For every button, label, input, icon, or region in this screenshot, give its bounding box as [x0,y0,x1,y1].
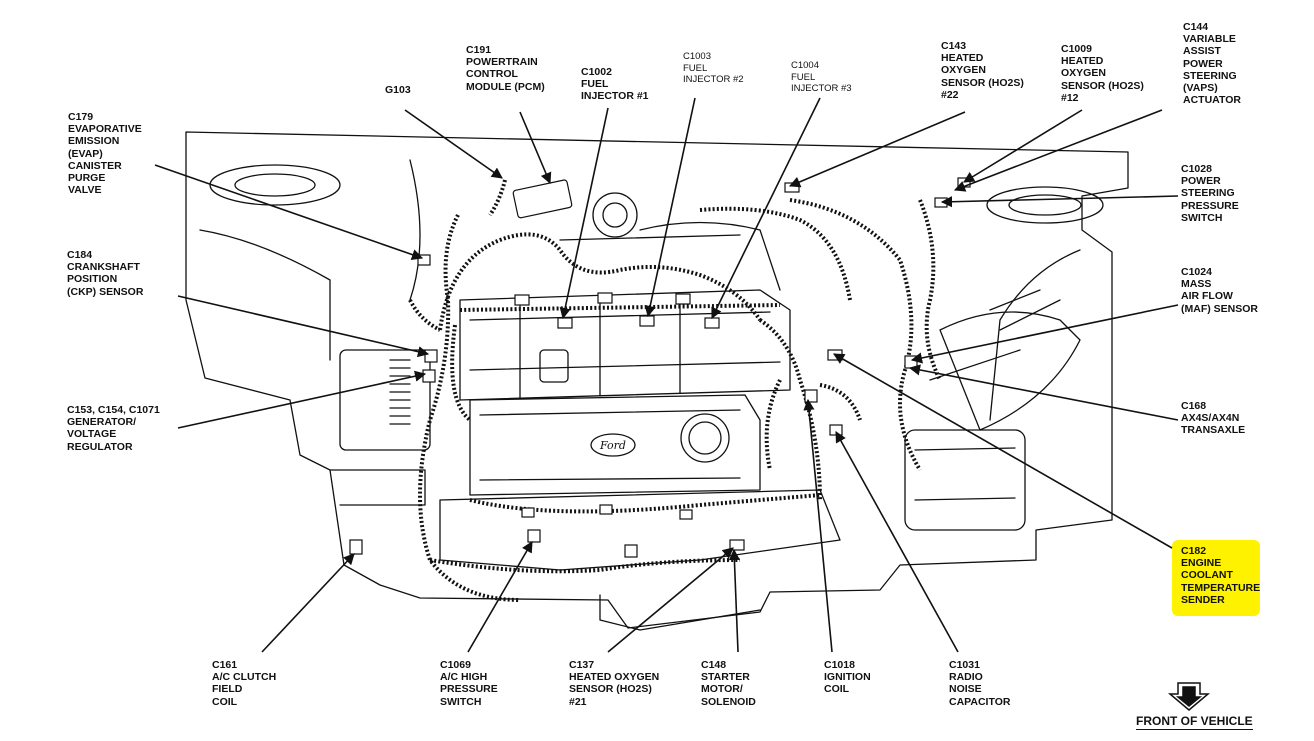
leader-c191 [519,111,552,185]
label-g103: G103 [385,84,411,96]
generator-housing [339,349,431,451]
leader-c1031 [835,431,959,653]
transaxle-case [904,429,1026,531]
pcm-connector [512,179,573,219]
leader-c1004 [711,97,821,320]
leader-c184 [177,295,430,358]
leader-c1018 [803,398,833,653]
leader-c1003 [644,97,696,318]
front-of-vehicle-arrow-icon [1167,682,1211,711]
leader-c148 [728,548,740,653]
c182-highlight [1172,540,1260,616]
leader-c168 [908,364,1179,421]
leader-c179 [154,164,424,260]
right-strut-tower [986,186,1104,224]
ford-logo-text: Ford [599,439,626,452]
leader-c144 [953,109,1163,192]
fuel-regulator [539,349,569,383]
leader-c182 [833,353,1173,549]
leader-c1069 [467,541,533,653]
leader-c143 [788,111,966,188]
valve-cover [469,394,761,496]
leader-g103 [404,109,503,179]
leader-c137 [607,547,734,653]
leader-c1028 [940,195,1179,208]
ford-oval-logo [590,433,636,457]
throttle-body [592,192,638,238]
leader-c1024 [910,304,1179,364]
front-of-vehicle-label: FRONT OF VEHICLE [1136,714,1253,730]
leader-c1009 [963,109,1083,183]
leader-c161 [261,553,355,653]
left-strut-tower [209,164,341,206]
compartment-outline [185,131,1129,629]
oil-fill-cap [680,413,730,463]
leader-c1002 [559,107,609,320]
leader-c153 [177,370,427,429]
